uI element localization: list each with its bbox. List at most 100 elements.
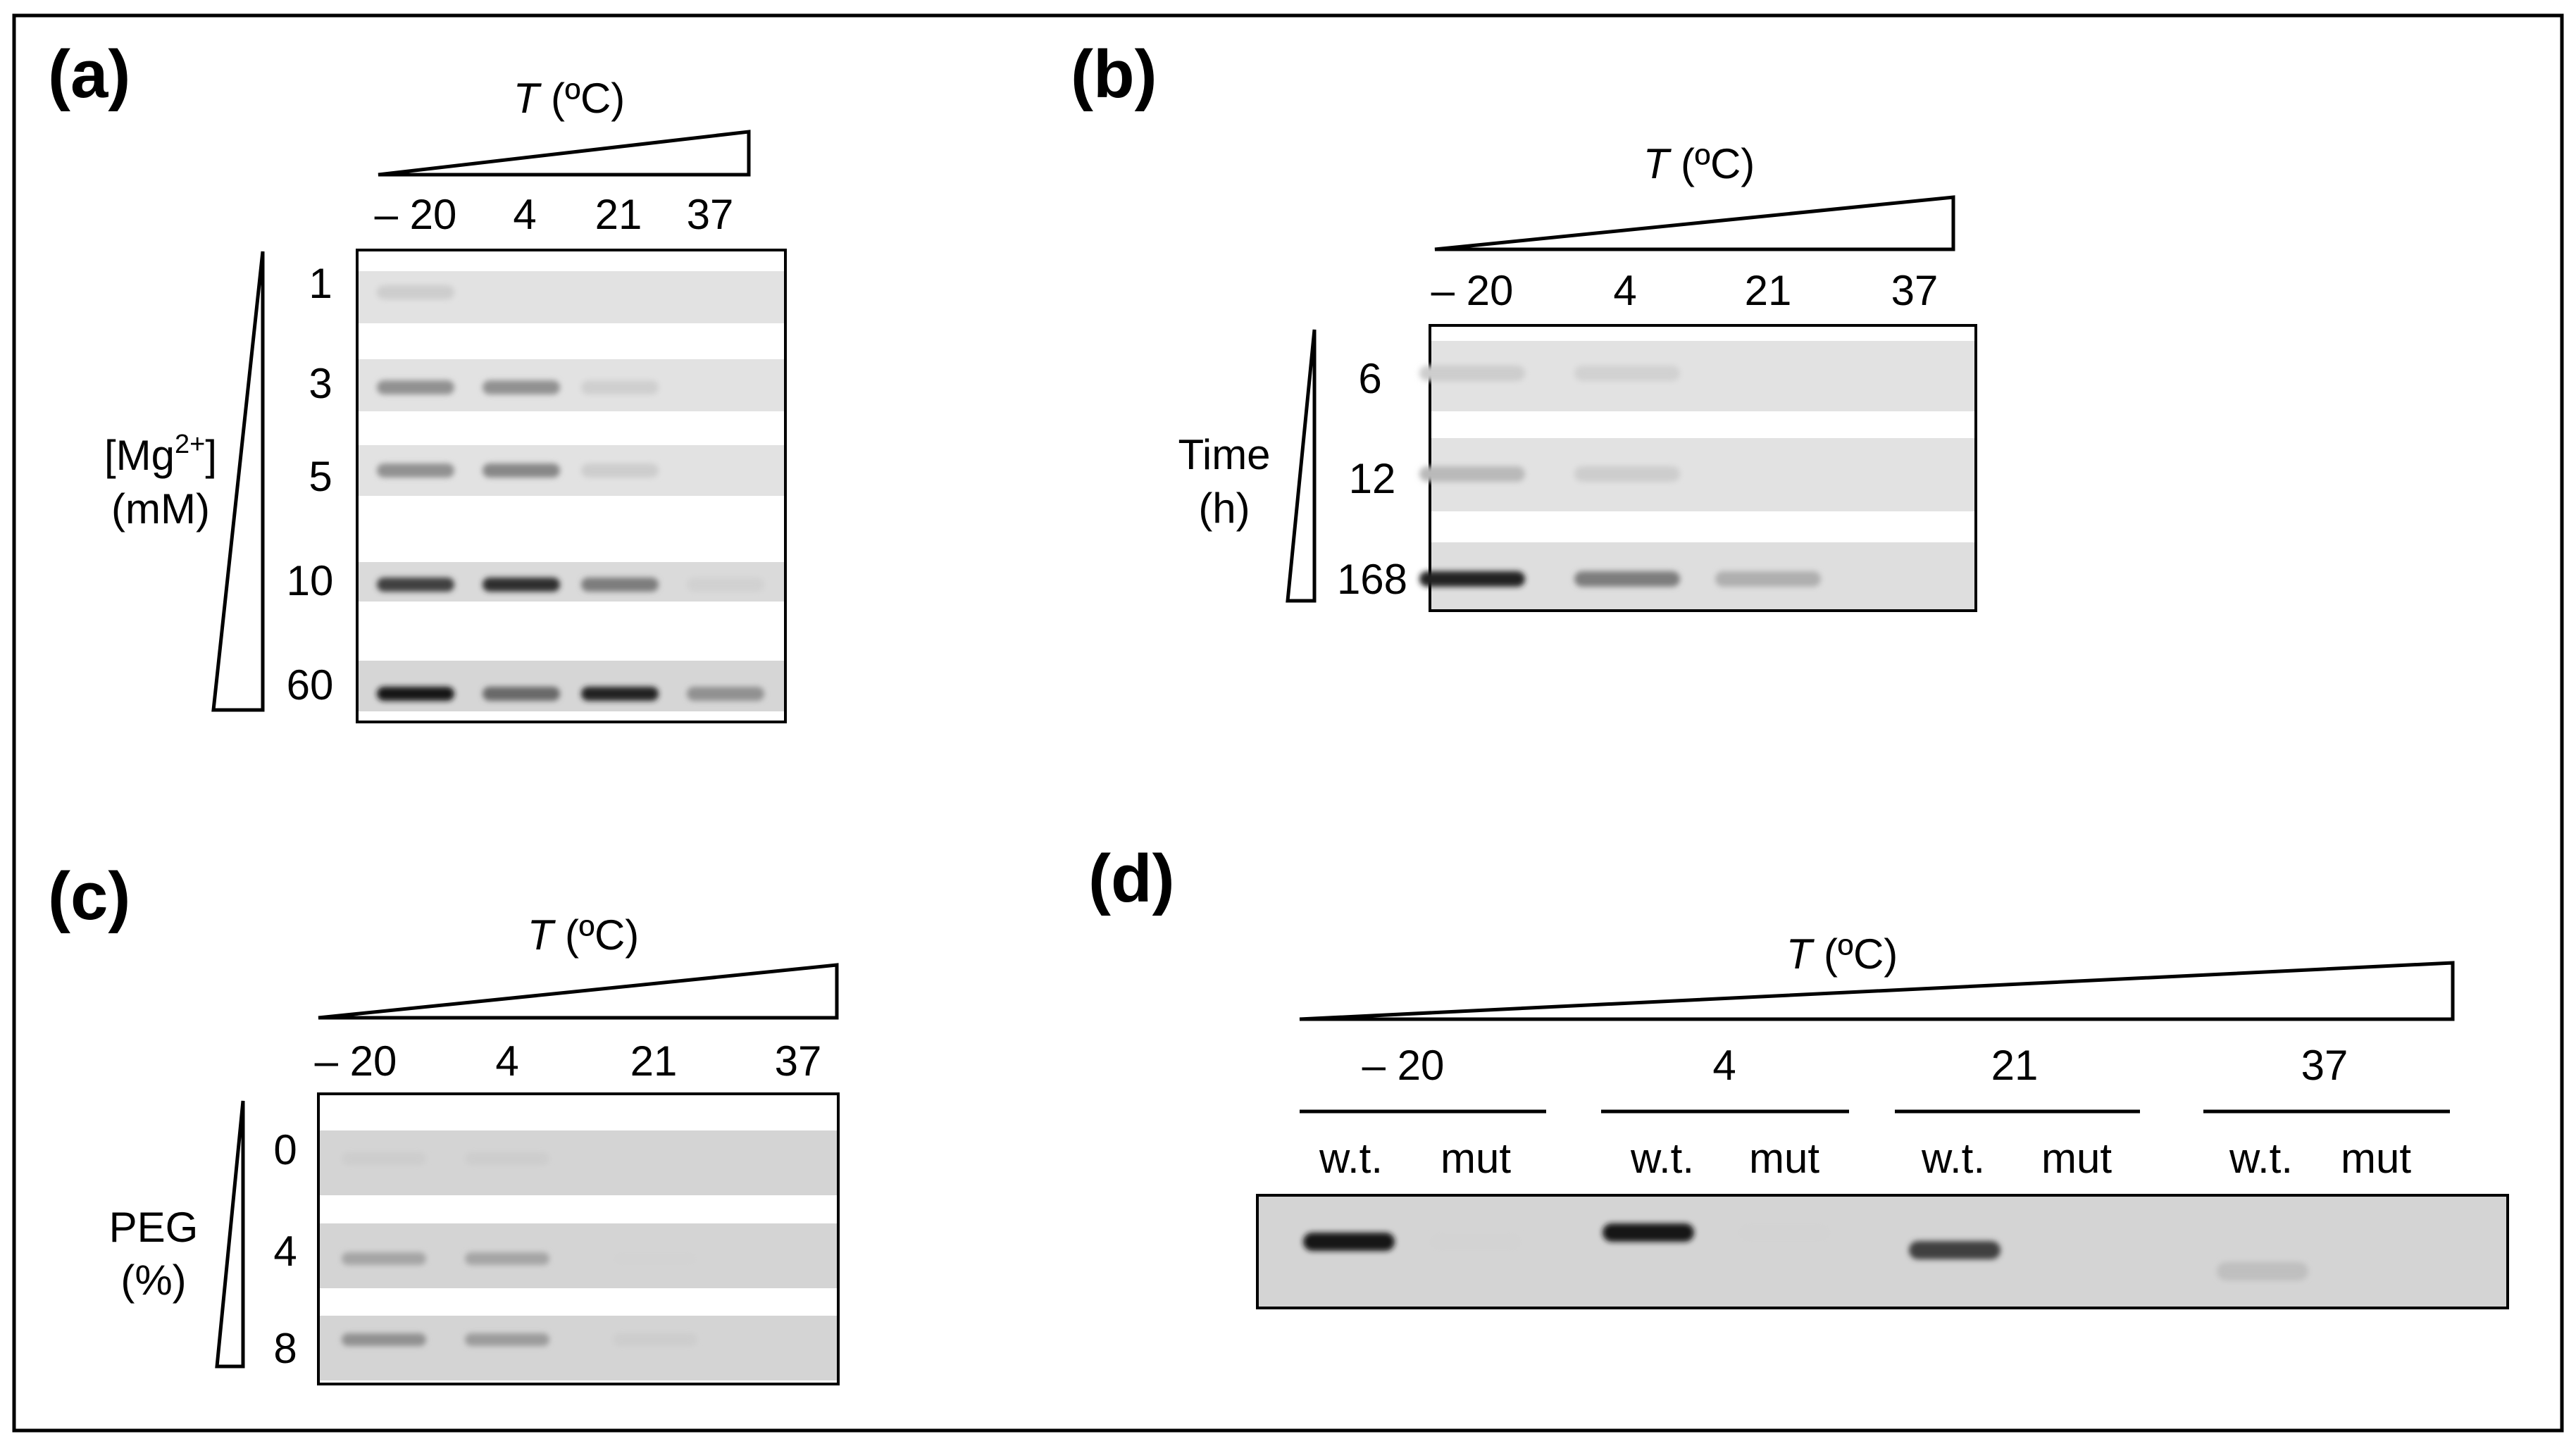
temperature-unit: (ºC) [553, 911, 639, 959]
panel-d-group-label-4: 37 [2301, 1042, 2348, 1089]
panel-a-mg-wedge [211, 251, 265, 712]
panel-b-temperature-wedge [1434, 195, 1955, 251]
mg-label-superscript: 2+ [175, 430, 205, 459]
panel-d: (d) T (ºC) – 20 4 21 37 w.t. mut w.t. mu… [1088, 841, 2509, 1309]
panel-c-bands [342, 1152, 697, 1346]
temperature-symbol: T [514, 75, 542, 122]
panel-c-temperature-ticks: – 20 4 21 37 [315, 1037, 822, 1085]
gel-band [613, 1252, 697, 1265]
panel-c-temperature-label: T (ºC) [528, 911, 640, 959]
gel-band [581, 380, 659, 394]
panel-c-row-3: 8 [273, 1325, 297, 1372]
panel-a-row-labels: 1 3 5 10 60 [287, 260, 334, 709]
gel-band [581, 463, 659, 478]
panel-a-row-5: 60 [287, 661, 334, 709]
gel-band [1738, 1223, 1830, 1242]
gel-band [1574, 466, 1680, 482]
panel-a: (a) T (ºC) – 20 4 21 37 [Mg2+] (mM) 1 3 … [48, 37, 787, 723]
panel-c-row-2: 4 [273, 1228, 297, 1275]
panel-c-temperature-wedge [318, 963, 839, 1020]
panel-a-row-3: 5 [309, 453, 332, 500]
panel-d-lane-7: w.t. [2229, 1135, 2293, 1182]
gel-band [1419, 571, 1525, 587]
gel-band [613, 1333, 697, 1346]
panel-b-row-3: 168 [1337, 556, 1407, 603]
gel-band [483, 578, 560, 592]
panel-d-letter: (d) [1088, 841, 1175, 916]
panel-c-tick-1: – 20 [315, 1037, 397, 1085]
panel-a-row-2: 3 [309, 360, 332, 407]
gel-band [342, 1252, 426, 1265]
gel-band [342, 1152, 426, 1165]
panel-a-gel [356, 249, 787, 723]
panel-b-letter: (b) [1071, 37, 1157, 112]
panel-c-row-1: 0 [273, 1126, 297, 1173]
panel-d-gel-frame [1256, 1194, 2509, 1309]
gel-band [1419, 366, 1525, 381]
panel-d-temperature-wedge [1299, 961, 2455, 1021]
panel-b-temperature-label: T (ºC) [1643, 140, 1755, 187]
panel-b-tick-4: 37 [1891, 267, 1939, 314]
panel-b-row-2: 12 [1349, 455, 1396, 502]
panel-d-lane-1: w.t. [1319, 1135, 1383, 1182]
panel-d-group-label-2: 4 [1712, 1042, 1736, 1089]
panel-b: (b) T (ºC) – 20 4 21 37 Time (h) 6 12 16… [1071, 37, 1977, 612]
gel-band [377, 463, 454, 478]
panel-b-row-1: 6 [1358, 355, 1381, 402]
gel-band [1574, 571, 1680, 587]
panel-d-gel [1256, 1194, 2509, 1309]
temperature-symbol: T [1643, 140, 1672, 187]
gel-strip [320, 1316, 837, 1380]
panel-d-lane-6: mut [2041, 1135, 2112, 1182]
panel-d-lane-2: mut [1441, 1135, 1511, 1182]
temperature-unit: (ºC) [1669, 140, 1755, 187]
panel-d-lane-3: w.t. [1630, 1135, 1694, 1182]
gel-band [2217, 1262, 2308, 1280]
gel-band [483, 380, 560, 394]
panel-c-peg-label: PEG [109, 1204, 199, 1251]
panel-c-peg-unit: (%) [120, 1257, 186, 1304]
panel-d-group-label-3: 21 [1991, 1042, 2039, 1089]
panel-c-tick-2: 4 [495, 1037, 518, 1085]
temperature-symbol: T [1786, 930, 1815, 978]
gel-band [377, 380, 454, 394]
gel-band [377, 687, 454, 701]
panel-a-tick-3: 21 [595, 191, 642, 238]
panel-d-lane-labels: w.t. mut w.t. mut w.t. mut w.t. mut [1319, 1135, 2411, 1182]
gel-band [1603, 1223, 1694, 1242]
panel-a-row-1: 1 [309, 260, 332, 307]
gel-band [483, 687, 560, 701]
panel-a-tick-4: 37 [687, 191, 734, 238]
gel-band [377, 578, 454, 592]
panel-d-bands [1303, 1223, 2308, 1280]
panel-c-row-labels: 0 4 8 [273, 1126, 297, 1372]
mg-label-close: ] [205, 432, 217, 479]
panel-c-letter: (c) [48, 859, 130, 934]
panel-b-time-unit: (h) [1198, 485, 1250, 532]
panel-a-mg-unit: (mM) [111, 485, 210, 532]
panel-d-lane-4: mut [1749, 1135, 1819, 1182]
gel-band [1909, 1241, 2001, 1259]
gel-band [581, 578, 659, 592]
panel-b-time-wedge [1286, 329, 1317, 603]
panel-c-gel [317, 1092, 840, 1385]
gel-band [483, 463, 560, 478]
panel-a-tick-2: 4 [513, 191, 536, 238]
panel-a-temperature-ticks: – 20 4 21 37 [375, 191, 734, 238]
panel-b-temperature-ticks: – 20 4 21 37 [1431, 267, 1939, 314]
gel-band [465, 1252, 549, 1265]
panel-a-temperature-label: T (ºC) [514, 75, 626, 122]
panel-b-tick-3: 21 [1745, 267, 1792, 314]
panel-d-lane-8: mut [2341, 1135, 2411, 1182]
gel-strip [359, 661, 784, 711]
panel-d-temperature-groups: – 20 4 21 37 [1300, 1042, 2450, 1114]
panel-d-group-label-1: – 20 [1362, 1042, 1445, 1089]
mg-label-text: [Mg [104, 432, 175, 479]
gel-band [465, 1333, 549, 1346]
panel-d-temperature-label: T (ºC) [1786, 930, 1898, 978]
gel-band [1430, 1233, 1522, 1251]
panel-a-tick-1: – 20 [375, 191, 457, 238]
gel-band [687, 578, 764, 592]
panel-b-gel [1419, 324, 1977, 612]
